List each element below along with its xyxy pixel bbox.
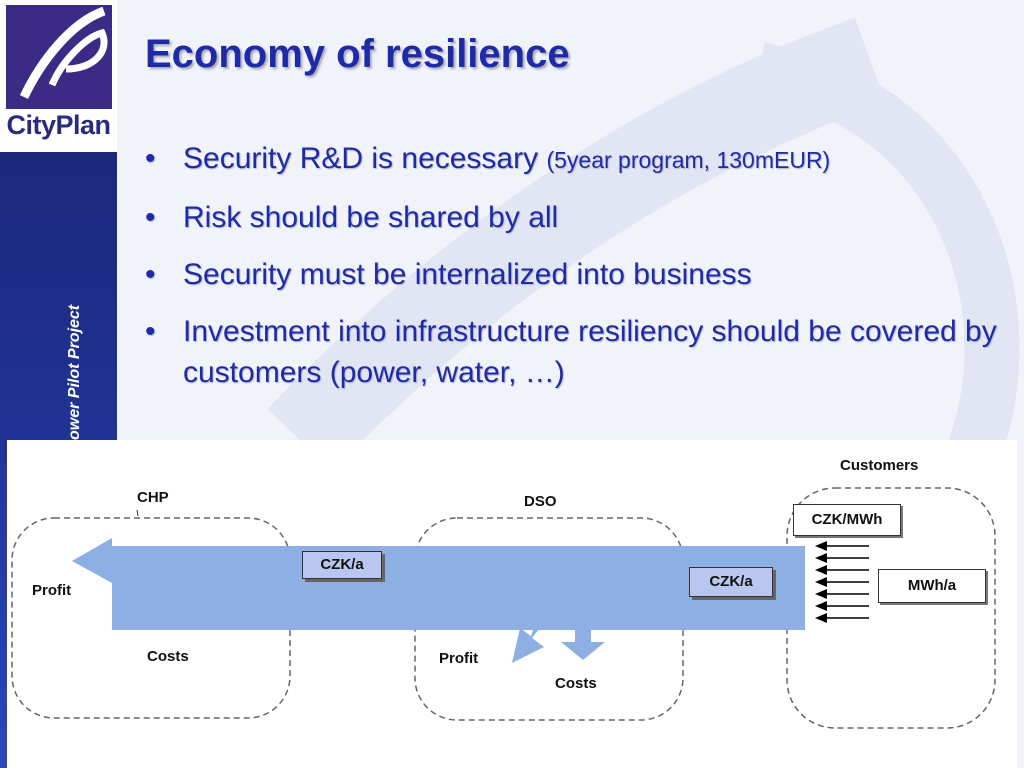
sidebar-project-label: ower Pilot Project	[66, 304, 83, 440]
dso-profit-arrow	[512, 586, 563, 663]
consumption-arrows	[825, 545, 869, 619]
bullet-marker: •	[145, 142, 156, 175]
arrowhead-icon	[815, 589, 827, 599]
arrowhead-icon	[815, 577, 827, 587]
dso-label: DSO	[524, 493, 557, 510]
bullet-marker: •	[145, 258, 156, 291]
bullet-text: Investment into infrastructure resilienc…	[183, 315, 997, 389]
chp-label: CHP	[137, 489, 169, 506]
bullet-marker: •	[145, 201, 156, 234]
arrowhead-icon	[815, 553, 827, 563]
dso-profit-label: Profit	[439, 650, 479, 667]
price-unit-box: CZK/MWh	[793, 504, 901, 536]
logo: CityPlan	[0, 0, 117, 152]
arrowhead-icon	[815, 565, 827, 575]
sidebar: CityPlan ower Pilot Project	[0, 0, 117, 768]
logo-text: CityPlan	[6, 110, 111, 140]
bullet-item: • Security R&D is necessary (5year progr…	[140, 138, 1000, 181]
money-flow-arrow	[72, 538, 805, 630]
arrowhead-icon	[815, 613, 827, 623]
money-flow-diagram: CHP DSO Customers Profit Costs Profit Co…	[7, 440, 1017, 768]
customers-label: Customers	[840, 457, 919, 474]
bullet-text: Security must be internalized into busin…	[183, 258, 752, 291]
bullet-text: Risk should be shared by all	[183, 201, 559, 234]
dso-costs-label: Costs	[555, 675, 597, 692]
arrowhead-icon	[815, 601, 827, 611]
chp-profit-label: Profit	[32, 582, 72, 599]
diagram-graphics	[11, 487, 996, 729]
bullet-marker: •	[145, 315, 156, 348]
bullet-item: • Investment into infrastructure resilie…	[140, 311, 1000, 393]
bullet-note: (5year program, 130mEUR)	[546, 147, 831, 173]
bullet-text: Security R&D is necessary	[183, 142, 547, 175]
consumption-arrowheads	[815, 541, 827, 623]
dso-costs-arrow	[561, 586, 605, 660]
bullet-item: • Security must be internalized into bus…	[140, 254, 1000, 295]
arrowhead-icon	[815, 541, 827, 551]
chp-label-pointer	[136, 509, 139, 517]
chp-costs-arrow	[143, 588, 187, 630]
bullet-item: • Risk should be shared by all	[140, 197, 1000, 238]
cityplan-logo-mark-icon	[6, 5, 112, 109]
dso-flow-unit-box: CZK/a	[689, 567, 773, 597]
slide-title: Economy of resilience	[145, 32, 570, 76]
volume-unit-box: MWh/a	[878, 569, 986, 603]
bullet-list: • Security R&D is necessary (5year progr…	[140, 138, 1000, 409]
chp-costs-label: Costs	[147, 648, 189, 665]
chp-flow-unit-box: CZK/a	[302, 551, 382, 579]
